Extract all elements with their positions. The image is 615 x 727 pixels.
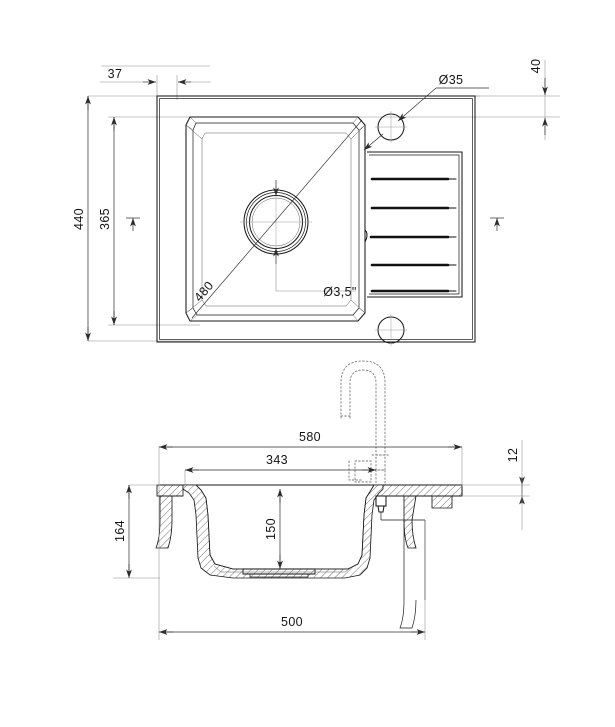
dim-dia35inch: Ø3,5" bbox=[273, 180, 357, 299]
dim-580-label: 580 bbox=[299, 430, 321, 444]
top-view: 480 Ø35 Ø3,5" 37 40 bbox=[72, 59, 560, 346]
sink-bowl bbox=[185, 116, 366, 322]
dim-500: 500 bbox=[158, 487, 426, 640]
sink-outer-body bbox=[156, 95, 476, 343]
tap-hole bbox=[375, 111, 407, 143]
section-cut-arrow-left bbox=[126, 217, 140, 231]
section-view: 580 343 12 164 bbox=[113, 360, 530, 640]
dim-12-label: 12 bbox=[506, 448, 520, 463]
dim-37: 37 bbox=[100, 67, 211, 85]
dim-365: 365 bbox=[98, 117, 117, 325]
dim-164-label: 164 bbox=[113, 520, 127, 542]
dim-37-label: 37 bbox=[108, 67, 123, 81]
dim-440: 440 bbox=[72, 96, 91, 341]
dim-40: 40 bbox=[529, 59, 548, 135]
dim-40-label: 40 bbox=[529, 59, 543, 74]
overflow-hole bbox=[375, 314, 407, 346]
dim-dia35-label: Ø35 bbox=[439, 73, 464, 87]
dim-dia35inch-label: Ø3,5" bbox=[323, 285, 357, 299]
dim-343: 343 bbox=[184, 453, 376, 487]
faucet-phantom bbox=[340, 360, 390, 486]
dim-150: 150 bbox=[264, 489, 283, 569]
dim-500-label: 500 bbox=[281, 615, 303, 629]
countertop-section bbox=[155, 484, 463, 549]
dim-580: 580 bbox=[158, 430, 463, 487]
dim-dia35: Ø35 bbox=[363, 73, 489, 151]
dim-12: 12 bbox=[462, 440, 530, 530]
drainboard bbox=[364, 151, 463, 298]
dim-343-label: 343 bbox=[266, 453, 288, 467]
section-cut-arrow-right bbox=[490, 217, 504, 231]
dim-164: 164 bbox=[113, 484, 160, 579]
dim-365-label: 365 bbox=[98, 208, 112, 230]
dim-440-label: 440 bbox=[72, 208, 86, 230]
dim-150-label: 150 bbox=[264, 518, 278, 540]
waste-outlet-section bbox=[242, 568, 316, 578]
